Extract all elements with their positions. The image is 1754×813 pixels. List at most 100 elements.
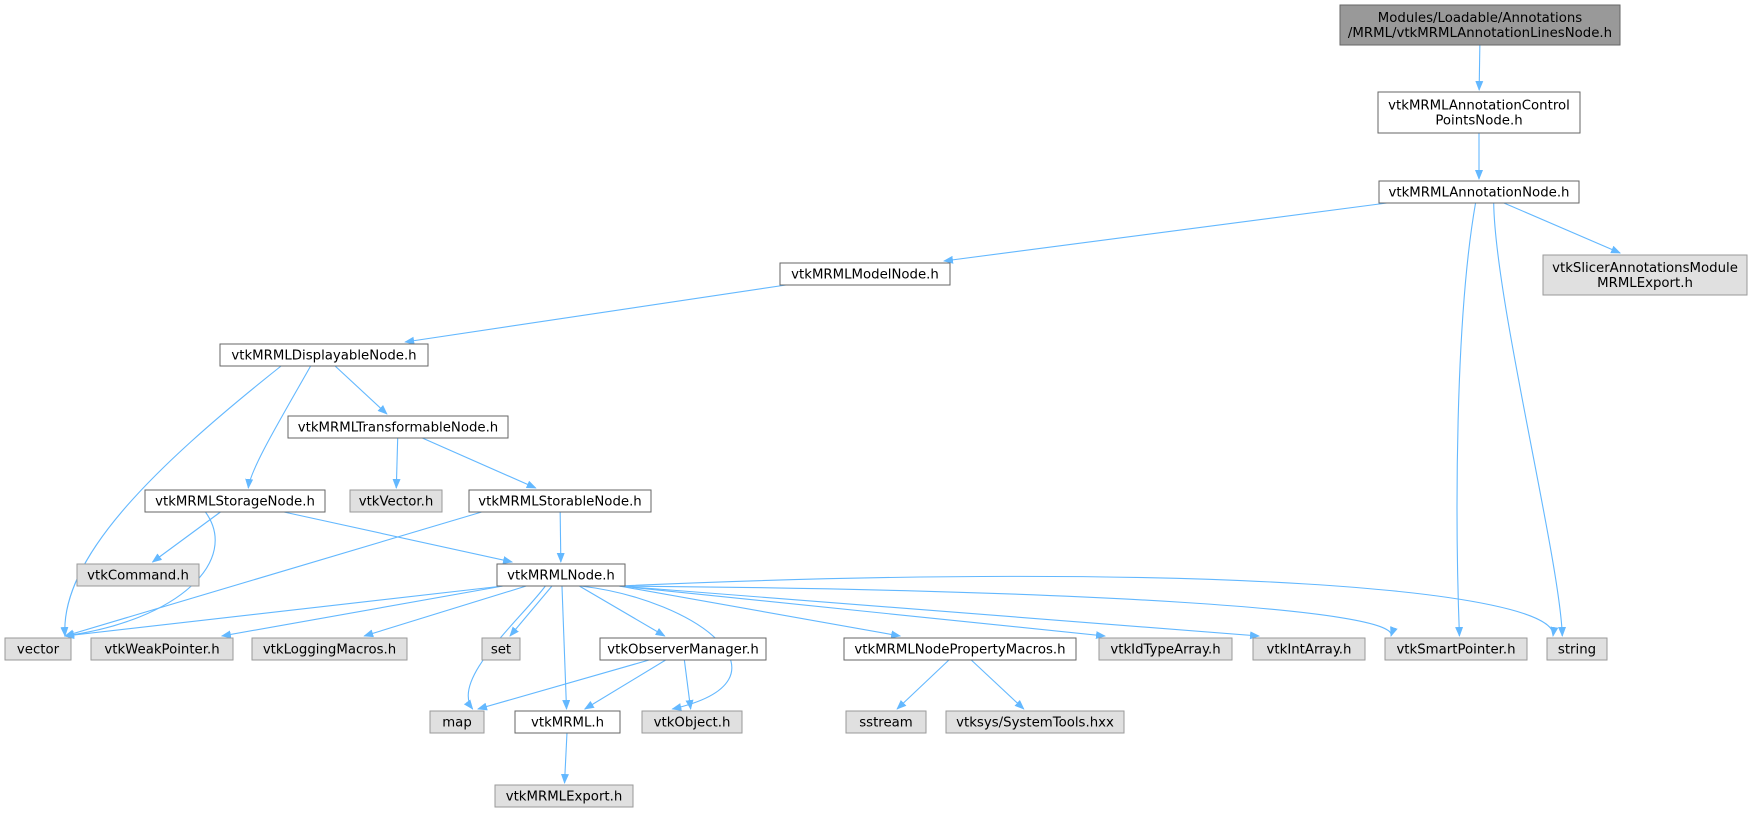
edge-transformable-to-vtkvector — [392, 437, 401, 489]
node-idtype: vtkIdTypeArray.h — [1098, 637, 1233, 661]
node-transformable[interactable]: vtkMRMLTransformableNode.h — [287, 415, 509, 439]
node-intarray: vtkIntArray.h — [1252, 637, 1366, 661]
edge-observer-to-map — [477, 659, 650, 711]
node-box — [945, 710, 1125, 734]
node-box — [1339, 4, 1621, 46]
node-box — [1098, 637, 1233, 661]
node-label: vtkMRMLTransformableNode.h — [298, 421, 499, 436]
node-string: string — [1546, 637, 1608, 661]
node-label: vector — [17, 643, 60, 658]
edge-transformable-to-storable — [422, 437, 537, 489]
node-box — [468, 489, 652, 513]
node-mrmlexport: vtkMRMLExport.h — [494, 784, 634, 808]
node-label: vtkMRMLNode.h — [507, 569, 615, 584]
node-box — [779, 262, 951, 286]
node-box — [76, 563, 200, 587]
node-box — [287, 415, 509, 439]
node-label: vtkMRMLNodePropertyMacros.h — [854, 643, 1065, 658]
node-storable[interactable]: vtkMRMLStorableNode.h — [468, 489, 652, 513]
edge-root-to-cpnode — [1475, 44, 1484, 91]
node-box — [496, 563, 626, 587]
edge-mrmlnode-to-set — [509, 585, 553, 637]
node-label: /MRML/vtkMRMLAnnotationLinesNode.h — [1348, 26, 1612, 41]
edge-storable-to-vector — [64, 511, 482, 638]
edge-annode-to-modelnode — [943, 202, 1387, 264]
node-label: sstream — [859, 716, 913, 731]
node-label: string — [1558, 643, 1596, 658]
node-label: vtkLoggingMacros.h — [263, 643, 396, 658]
node-vtkvector: vtkVector.h — [349, 489, 443, 513]
node-label: vtksys/SystemTools.hxx — [956, 716, 1114, 731]
node-box — [1546, 637, 1608, 661]
node-label: MRMLExport.h — [1597, 276, 1693, 291]
node-box — [1377, 91, 1581, 134]
node-box — [599, 637, 767, 661]
edge-mrmlnode-to-observer — [579, 585, 666, 637]
node-box — [1384, 637, 1528, 661]
node-label: vtkMRMLStorableNode.h — [478, 495, 641, 510]
node-label: vtkMRMLModelNode.h — [791, 268, 939, 283]
node-smartptr: vtkSmartPointer.h — [1384, 637, 1528, 661]
edge-mrmlnode-to-smartptr — [618, 585, 1398, 637]
edge-mrmlnode-to-intarray — [618, 585, 1260, 640]
edges-layer — [60, 44, 1622, 784]
node-displayable[interactable]: vtkMRMLDisplayableNode.h — [219, 343, 429, 367]
node-box — [1542, 254, 1748, 296]
node-box — [1252, 637, 1366, 661]
edge-displayable-to-vector — [60, 365, 282, 637]
node-label: vtkSlicerAnnotationsModule — [1552, 261, 1738, 276]
edge-modelnode-to-displayable — [404, 284, 787, 345]
edge-observer-to-vtkobject — [683, 659, 694, 710]
node-vtkcommand: vtkCommand.h — [76, 563, 200, 587]
edge-annode-to-smartptr — [1455, 202, 1477, 637]
node-weakptr: vtkWeakPointer.h — [90, 637, 234, 661]
node-box — [349, 489, 443, 513]
edge-mrmlnode-to-idtype — [618, 585, 1106, 640]
node-box — [429, 710, 485, 734]
node-label: map — [442, 716, 472, 731]
node-label: vtkWeakPointer.h — [104, 643, 219, 658]
edge-mrmlnode-to-weakptr — [220, 585, 504, 639]
edge-displayable-to-storage — [245, 365, 312, 489]
node-box — [251, 637, 408, 661]
node-label: vtkCommand.h — [87, 569, 189, 584]
edge-mrmlnode-to-propmacros — [618, 585, 902, 639]
node-label: vtkIntArray.h — [1267, 643, 1352, 658]
edge-mrmlnode-to-vtkmrml — [561, 585, 571, 710]
node-storage[interactable]: vtkMRMLStorageNode.h — [144, 489, 326, 513]
node-label: vtkObject.h — [654, 716, 731, 731]
node-label: vtkMRMLAnnotationControl — [1388, 99, 1570, 114]
node-box — [219, 343, 429, 367]
edge-mrmlnode-to-string — [618, 575, 1559, 637]
edge-annode-to-string — [1493, 202, 1567, 637]
nodes-layer: Modules/Loadable/Annotations/MRML/vtkMRM… — [4, 4, 1748, 808]
node-label: vtkIdTypeArray.h — [1110, 643, 1220, 658]
node-label: vtkMRMLExport.h — [506, 790, 623, 805]
node-box — [481, 637, 521, 661]
node-observer[interactable]: vtkObserverManager.h — [599, 637, 767, 661]
edge-storage-to-vtkcommand — [151, 511, 221, 563]
node-box — [1378, 180, 1580, 204]
node-mrmlnode[interactable]: vtkMRMLNode.h — [496, 563, 626, 587]
node-label: Modules/Loadable/Annotations — [1378, 11, 1583, 26]
node-label: vtkMRMLAnnotationNode.h — [1389, 186, 1570, 201]
node-box — [845, 710, 927, 734]
node-box — [4, 637, 72, 661]
node-propmacros[interactable]: vtkMRMLNodePropertyMacros.h — [843, 637, 1077, 661]
node-annode[interactable]: vtkMRMLAnnotationNode.h — [1378, 180, 1580, 204]
edge-observer-to-vtkmrml — [583, 659, 666, 710]
node-box — [90, 637, 234, 661]
node-map: map — [429, 710, 485, 734]
node-label: vtkObserverManager.h — [607, 643, 759, 658]
node-label: vtkSmartPointer.h — [1396, 643, 1515, 658]
node-label: PointsNode.h — [1435, 114, 1522, 129]
node-label: vtkVector.h — [359, 495, 434, 510]
node-vtkmrml[interactable]: vtkMRML.h — [514, 710, 621, 734]
node-systools: vtksys/SystemTools.hxx — [945, 710, 1125, 734]
node-vtkobject: vtkObject.h — [641, 710, 743, 734]
node-modelnode[interactable]: vtkMRMLModelNode.h — [779, 262, 951, 286]
node-root[interactable]: Modules/Loadable/Annotations/MRML/vtkMRM… — [1339, 4, 1621, 46]
